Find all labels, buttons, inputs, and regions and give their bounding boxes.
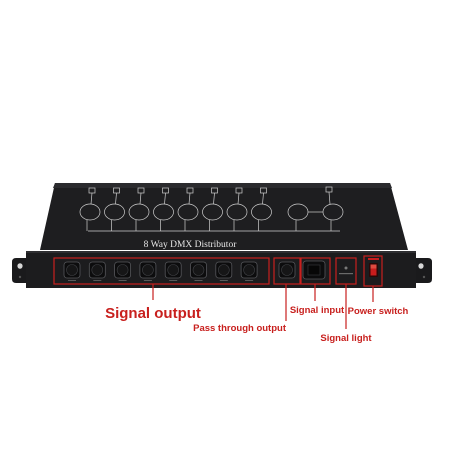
label-signal-output: Signal output [105,305,201,322]
label-power-switch: Power switch [348,306,409,317]
signal-output-connectors [63,261,258,281]
signal-light-led [344,266,348,270]
xlr-output-5[interactable] [164,261,182,281]
output-symbol-2 [104,203,125,221]
xlr-output-1[interactable] [63,261,81,281]
indicator-boxes [88,187,267,205]
rack-ear-right [412,258,432,283]
label-signal-input: Signal input [290,305,345,316]
xlr-output-3[interactable] [114,261,131,281]
label-pass-through-output: Pass through output [193,323,287,334]
xlr-output-8[interactable] [240,261,258,281]
signal-input-connector[interactable] [302,260,326,280]
output-symbols [79,203,272,221]
callout-leaders [152,284,374,329]
device-top-highlight [53,183,392,188]
output-symbol-5 [177,203,199,221]
rack-ear-left [12,258,30,283]
power-switch[interactable] [369,263,378,277]
output-symbol-4 [153,203,174,221]
label-signal-light: Signal light [320,333,372,344]
xlr-output-4[interactable] [139,261,157,281]
device-top-panel [40,183,408,250]
output-symbol-1 [79,203,101,221]
output-symbol-7 [226,203,248,221]
panel-title: 8 Way DMX Distributor [144,240,238,250]
xlr-output-2[interactable] [88,261,106,281]
output-symbol-3 [128,203,150,221]
output-symbol-6 [202,203,223,221]
top-schematic [79,186,344,232]
output-symbol-8 [251,203,272,221]
pass-through-connector[interactable] [278,261,296,279]
xlr-output-7[interactable] [215,261,233,281]
pass-through-box [273,257,301,285]
xlr-output-6[interactable] [190,261,207,281]
signal-output-box [53,257,270,285]
